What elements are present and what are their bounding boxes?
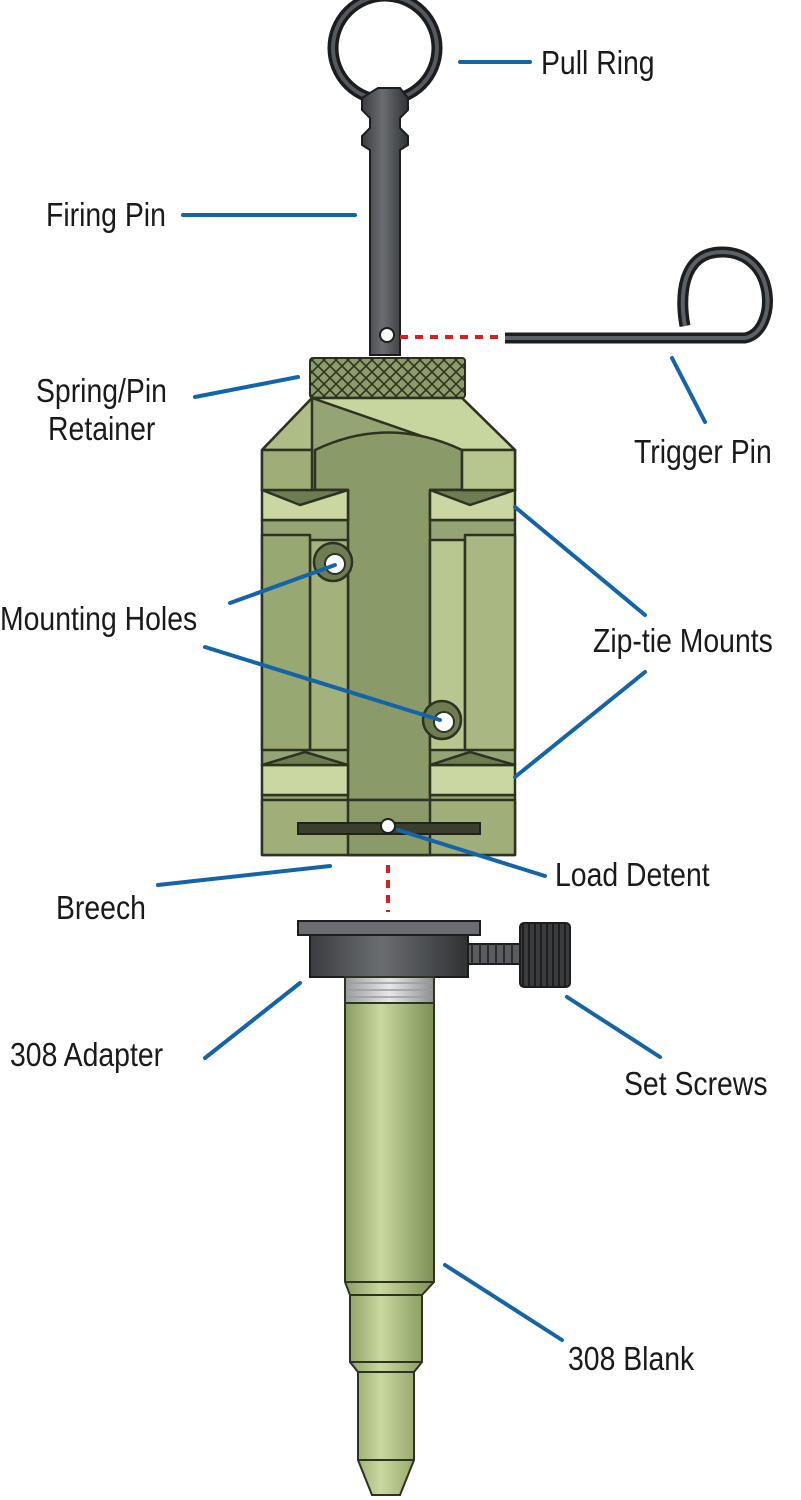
spring-pin-retainer xyxy=(310,358,465,398)
label-zip-tie-mounts: Zip-tie Mounts xyxy=(593,622,773,660)
label-trigger-pin: Trigger Pin xyxy=(634,433,772,471)
leader-zip-tie-lower xyxy=(515,672,645,777)
label-spring-pin-retainer-line2: Retainer xyxy=(36,410,167,448)
leader-zip-tie-upper xyxy=(515,507,645,615)
label-308-adapter: 308 Adapter xyxy=(10,1036,163,1074)
trigger-pin xyxy=(505,252,767,338)
leader-308-adapter xyxy=(205,983,300,1058)
label-spring-pin-retainer: Spring/Pin Retainer xyxy=(36,372,167,448)
leader-308-blank xyxy=(445,1265,562,1340)
label-load-detent: Load Detent xyxy=(555,856,710,894)
pin-hole xyxy=(380,328,394,342)
main-body xyxy=(262,398,515,855)
leader-spring-retainer xyxy=(195,377,298,397)
mounting-hole-upper xyxy=(314,543,352,581)
leader-set-screws xyxy=(567,997,660,1057)
label-pull-ring: Pull Ring xyxy=(541,44,655,82)
firing-pin xyxy=(362,88,408,355)
label-set-screws: Set Screws xyxy=(624,1065,768,1103)
leader-trigger-pin xyxy=(672,358,705,422)
label-firing-pin: Firing Pin xyxy=(46,196,166,234)
label-spring-pin-retainer-line1: Spring/Pin xyxy=(36,372,167,410)
pull-ring xyxy=(333,0,437,100)
set-screw-head xyxy=(520,923,570,987)
label-breech: Breech xyxy=(56,889,146,927)
blank-308 xyxy=(345,977,434,1495)
leader-breech xyxy=(158,866,330,885)
label-mounting-holes: Mounting Holes xyxy=(0,600,197,638)
label-308-blank: 308 Blank xyxy=(568,1340,694,1378)
